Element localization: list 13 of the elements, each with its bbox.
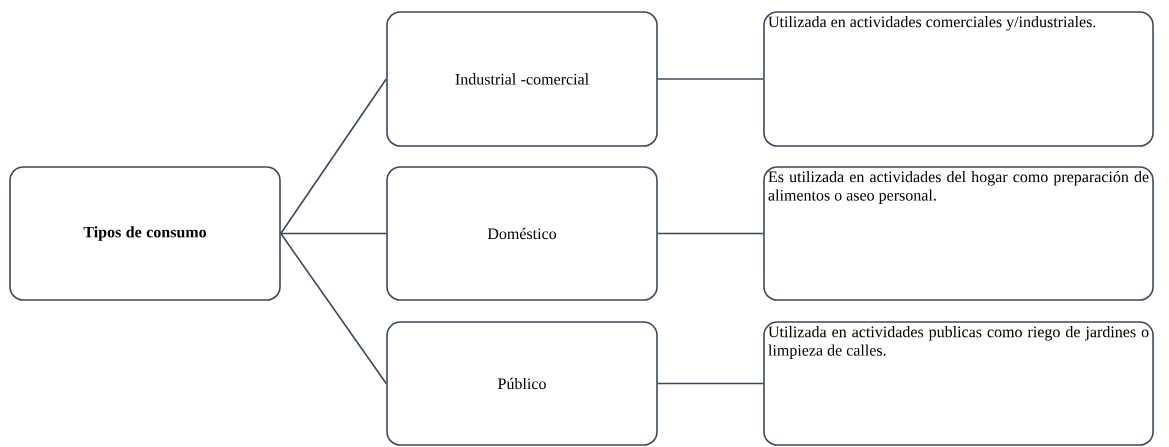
connector-line [657, 382, 764, 385]
connector-line [280, 78, 387, 235]
category-box: Público [386, 321, 658, 446]
description-box: Utilizada en actividades publicas como riego de jardines o limpieza de calles. [763, 321, 1154, 446]
connector-line [657, 78, 764, 80]
connector-line [280, 232, 387, 235]
category-box: Industrial -comercial [386, 11, 658, 147]
category-box: Doméstico [386, 166, 658, 301]
connector-line [657, 232, 764, 235]
root-box: Tipos de consumo [9, 166, 281, 301]
description-box: Utilizada en actividades comerciales y/industriales. [763, 11, 1154, 147]
description-box: Es utilizada en actividades del hogar como preparación de alimentos o aseo personal. [763, 166, 1154, 301]
connector-line [280, 232, 387, 385]
